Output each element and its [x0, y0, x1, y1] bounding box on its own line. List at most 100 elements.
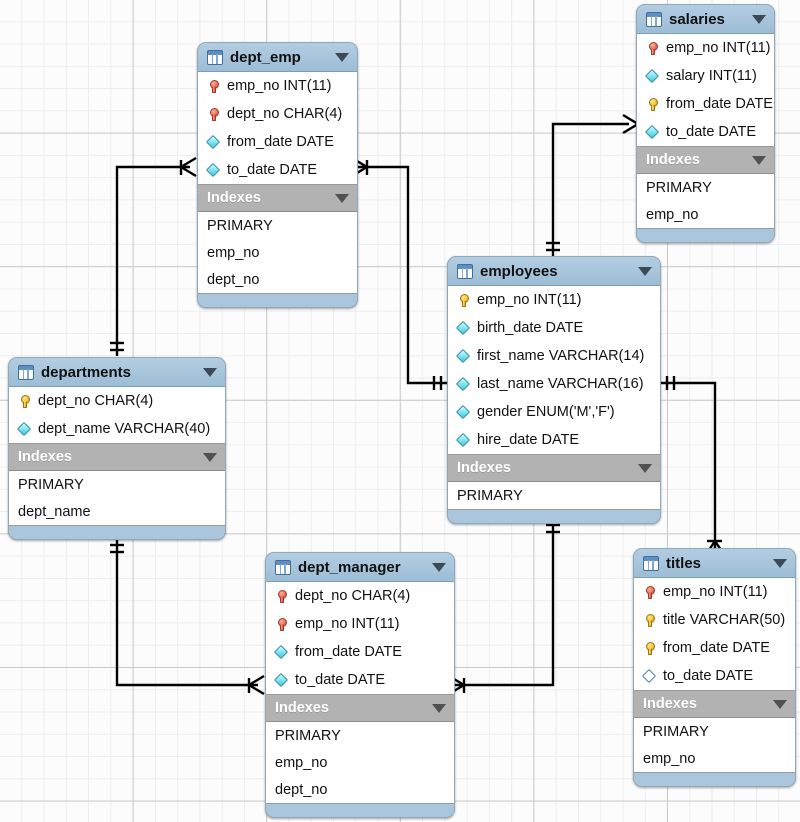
table-icon	[207, 49, 223, 65]
key-yellow-icon	[643, 613, 657, 628]
diamond-icon	[275, 673, 289, 688]
table-footer	[266, 804, 454, 817]
card-many-dept_emp-left	[178, 156, 197, 178]
column-row[interactable]: dept_no CHAR(4)	[198, 100, 357, 128]
column-row[interactable]: emp_no INT(11)	[198, 72, 357, 100]
index-row[interactable]: dept_no	[275, 781, 328, 798]
indexes-header[interactable]: Indexes	[448, 455, 660, 482]
column-row[interactable]: last_name VARCHAR(16)	[448, 370, 660, 398]
index-row[interactable]: emp_no	[275, 754, 328, 771]
diamond-icon	[457, 405, 471, 420]
table-header-employees[interactable]: employees	[448, 257, 660, 286]
chevron-down-icon[interactable]	[752, 14, 766, 24]
indexes-header[interactable]: Indexes	[198, 185, 357, 212]
table-header-departments[interactable]: departments	[9, 358, 225, 387]
table-name: dept_manager	[298, 558, 401, 576]
table-dept_manager[interactable]: dept_manager dept_no CHAR(4) emp_no INT(…	[265, 552, 455, 818]
column-row[interactable]: from_date DATE	[637, 90, 774, 118]
table-header-titles[interactable]: titles	[634, 549, 795, 578]
table-footer	[448, 510, 660, 523]
column-list: emp_no INT(11) salary INT(11) from_date …	[637, 34, 774, 147]
column-row[interactable]: emp_no INT(11)	[637, 34, 774, 62]
column-row[interactable]: emp_no INT(11)	[448, 286, 660, 314]
indexes-header[interactable]: Indexes	[637, 147, 774, 174]
chevron-down-icon[interactable]	[432, 562, 446, 572]
indexes-label: Indexes	[18, 449, 72, 465]
table-footer	[9, 526, 225, 539]
table-header-salaries[interactable]: salaries	[637, 5, 774, 34]
chevron-down-icon[interactable]	[773, 699, 787, 709]
table-name: dept_emp	[230, 48, 301, 66]
column-list: emp_no INT(11) birth_date DATE first_nam…	[448, 286, 660, 455]
index-row[interactable]: emp_no	[646, 206, 699, 223]
key-red-icon	[207, 107, 221, 122]
index-row[interactable]: dept_name	[18, 503, 91, 520]
connector-employees-salaries	[551, 122, 629, 257]
column-row[interactable]: dept_no CHAR(4)	[266, 582, 454, 610]
table-departments[interactable]: departments dept_no CHAR(4) dept_name VA…	[8, 357, 226, 540]
connector-employees-titles	[661, 381, 717, 548]
key-yellow-icon	[18, 394, 32, 409]
connector-departments-dept_manager	[115, 539, 258, 687]
table-icon	[18, 364, 34, 380]
column-row[interactable]: from_date DATE	[266, 638, 454, 666]
column-row[interactable]: salary INT(11)	[637, 62, 774, 90]
index-row[interactable]: PRIMARY	[275, 727, 341, 744]
table-name: employees	[480, 262, 558, 280]
table-titles[interactable]: titles emp_no INT(11) title VARCHAR(50) …	[633, 548, 796, 787]
index-row[interactable]: PRIMARY	[18, 476, 84, 493]
table-footer	[634, 773, 795, 786]
index-row[interactable]: PRIMARY	[207, 217, 273, 234]
chevron-down-icon[interactable]	[773, 558, 787, 568]
card-one-employees-titles	[665, 376, 676, 390]
chevron-down-icon[interactable]	[638, 266, 652, 276]
table-salaries[interactable]: salaries emp_no INT(11) salary INT(11) f…	[636, 4, 775, 243]
column-row[interactable]: title VARCHAR(50)	[634, 606, 795, 634]
indexes-header[interactable]: Indexes	[634, 691, 795, 718]
indexes-header[interactable]: Indexes	[266, 695, 454, 722]
chevron-down-icon[interactable]	[203, 452, 217, 462]
column-row[interactable]: from_date DATE	[634, 634, 795, 662]
column-row[interactable]: to_date DATE	[637, 118, 774, 146]
column-row[interactable]: to_date DATE	[266, 666, 454, 694]
column-row[interactable]: hire_date DATE	[448, 426, 660, 454]
column-row[interactable]: to_date DATE	[634, 662, 795, 690]
column-row[interactable]: dept_name VARCHAR(40)	[9, 415, 225, 443]
index-row[interactable]: PRIMARY	[646, 179, 712, 196]
chevron-down-icon[interactable]	[335, 52, 349, 62]
chevron-down-icon[interactable]	[432, 703, 446, 713]
column-row[interactable]: emp_no INT(11)	[266, 610, 454, 638]
column-row[interactable]: emp_no INT(11)	[634, 578, 795, 606]
column-row[interactable]: from_date DATE	[198, 128, 357, 156]
index-row[interactable]: emp_no	[643, 750, 696, 767]
table-header-dept_manager[interactable]: dept_manager	[266, 553, 454, 582]
chevron-down-icon[interactable]	[638, 463, 652, 473]
table-employees[interactable]: employees emp_no INT(11) birth_date DATE…	[447, 256, 661, 524]
index-row[interactable]: emp_no	[207, 244, 260, 261]
card-many-dept_manager-left	[246, 674, 265, 696]
column-row[interactable]: to_date DATE	[198, 156, 357, 184]
key-yellow-icon	[643, 641, 657, 656]
diamond-icon	[275, 645, 289, 660]
column-row[interactable]: dept_no CHAR(4)	[9, 387, 225, 415]
column-row[interactable]: first_name VARCHAR(14)	[448, 342, 660, 370]
table-footer	[637, 229, 774, 242]
chevron-down-icon[interactable]	[335, 193, 349, 203]
chevron-down-icon[interactable]	[752, 155, 766, 165]
table-header-dept_emp[interactable]: dept_emp	[198, 43, 357, 72]
indexes-header[interactable]: Indexes	[9, 444, 225, 471]
column-row[interactable]: gender ENUM('M','F')	[448, 398, 660, 426]
diamond-icon	[207, 135, 221, 150]
chevron-down-icon[interactable]	[203, 367, 217, 377]
index-list: PRIMARY emp_no dept_no	[266, 722, 454, 804]
index-row[interactable]: PRIMARY	[643, 723, 709, 740]
column-list: dept_no CHAR(4) dept_name VARCHAR(40)	[9, 387, 225, 444]
column-row[interactable]: birth_date DATE	[448, 314, 660, 342]
indexes-label: Indexes	[207, 190, 261, 206]
index-row[interactable]: dept_no	[207, 271, 260, 288]
table-dept_emp[interactable]: dept_emp emp_no INT(11) dept_no CHAR(4) …	[197, 42, 358, 308]
table-icon	[646, 11, 662, 27]
diamond-hollow-icon	[643, 669, 657, 684]
index-row[interactable]: PRIMARY	[457, 487, 523, 504]
